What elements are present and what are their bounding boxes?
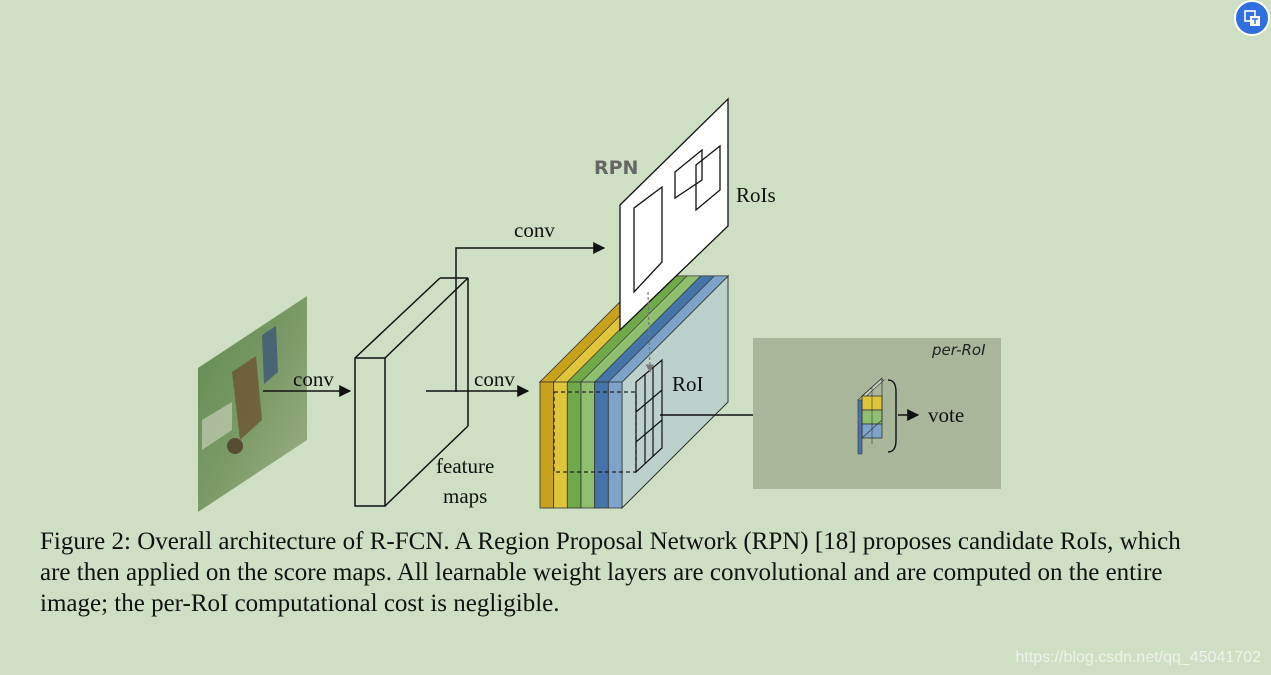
maps-label: maps [443, 484, 487, 508]
score-map-strip [566, 381, 582, 509]
vote-label: vote [928, 403, 964, 427]
conv-label-1: conv [293, 367, 334, 391]
score-map-strip [607, 381, 623, 509]
rpn-label: RPN [594, 157, 638, 179]
score-map-strip [553, 381, 568, 509]
conv-label-top: conv [514, 218, 555, 242]
score-map-strip [580, 381, 596, 509]
conv-label-2: conv [474, 367, 515, 391]
score-map-strip [539, 381, 555, 509]
per-roi-panel [753, 338, 1001, 489]
vote-bracket [887, 379, 897, 453]
roi-label: RoI [672, 372, 704, 396]
watermark: https://blog.csdn.net/qq_45041702 [1015, 649, 1261, 666]
rois-label: RoIs [736, 183, 776, 207]
conv-arrow-rpn [455, 242, 606, 392]
score-map-strip [594, 381, 609, 509]
translate-button[interactable] [1234, 0, 1270, 36]
translate-icon [1244, 10, 1260, 26]
figure-caption: Figure 2: Overall architecture of R-FCN.… [40, 528, 1181, 617]
per-roi-label: per-RoI [931, 341, 986, 359]
input-image [198, 296, 307, 512]
feature-maps-block [354, 277, 469, 507]
rpn-plane [619, 97, 729, 373]
score-maps-block [538, 274, 730, 510]
feature-label: feature [436, 454, 494, 478]
pooled-cell-stack [857, 377, 885, 455]
